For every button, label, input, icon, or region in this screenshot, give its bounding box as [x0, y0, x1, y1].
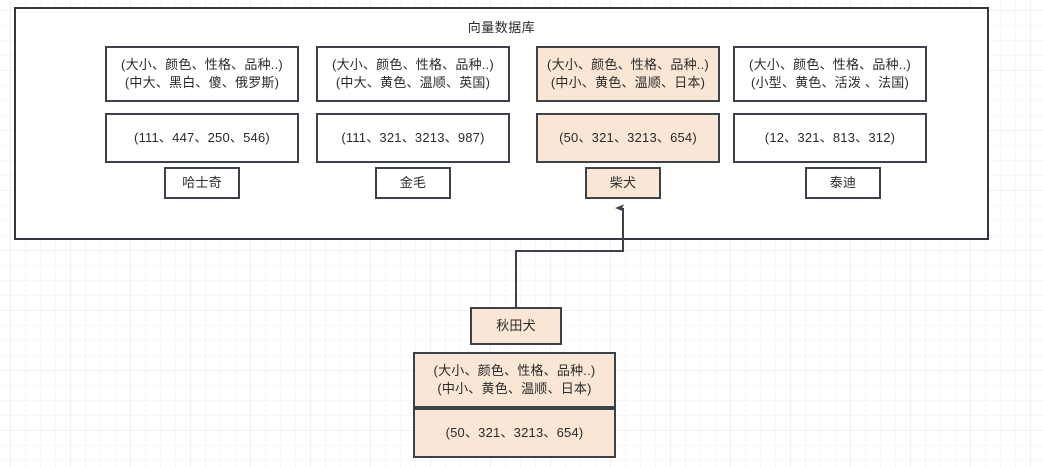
container-title: 向量数据库	[467, 20, 536, 35]
vector-box-teddy: (12、321、813、312)	[733, 113, 927, 163]
vector-box-shiba-inu: (50、321、3213、654)	[536, 113, 720, 163]
label-box-akita: 秋田犬	[470, 307, 562, 345]
vector-box-golden-retriever: (111、321、3213、987)	[316, 113, 510, 163]
attributes-box-husky: (大小、颜色、性格、品种..) (中大、黑白、傻、俄罗斯)	[105, 46, 299, 102]
attributes-box-teddy: (大小、颜色、性格、品种..) (小型、黄色、活泼 、法国)	[733, 46, 927, 102]
attributes-box-golden-retriever: (大小、颜色、性格、品种..) (中大、黄色、温顺、英国)	[316, 46, 510, 102]
label-box-shiba-inu: 柴犬	[585, 167, 661, 199]
attributes-box-shiba-inu: (大小、颜色、性格、品种..) (中小、黄色、温顺、日本)	[536, 46, 720, 102]
attributes-box-akita: (大小、颜色、性格、品种..) (中小、黄色、温顺、日本)	[413, 352, 616, 408]
label-box-husky: 哈士奇	[164, 167, 240, 199]
label-box-teddy: 泰迪	[805, 167, 881, 199]
vector-box-akita: (50、321、3213、654)	[413, 408, 616, 458]
vector-box-husky: (111、447、250、546)	[105, 113, 299, 163]
label-box-golden-retriever: 金毛	[375, 167, 451, 199]
